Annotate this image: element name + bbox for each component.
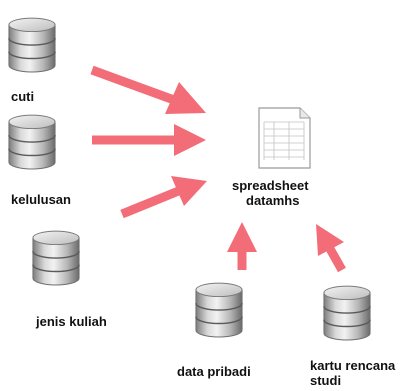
arrow-kelulusan-to-spreadsheet xyxy=(92,124,206,156)
database-icon-data-pribadi xyxy=(195,282,243,338)
label-data-pribadi: data pribadi xyxy=(177,364,251,379)
target-label-line1: spreadsheet xyxy=(232,178,309,193)
database-icon-cuti xyxy=(8,17,56,73)
arrows xyxy=(90,65,346,273)
spreadsheet-icon xyxy=(258,107,311,169)
database-icon-kelulusan xyxy=(8,114,56,170)
database-icon-jenis-kuliah xyxy=(32,230,80,286)
arrow-cuti-to-spreadsheet xyxy=(90,65,206,114)
arrow-kartu-rencana-studi-to-spreadsheet xyxy=(316,224,346,273)
label-kartu-rencana-line2: studi xyxy=(310,373,342,388)
label-jenis-kuliah: jenis kuliah xyxy=(36,314,107,329)
label-kelulusan: kelulusan xyxy=(11,192,71,207)
label-kartu-rencana-line1: kartu rencana xyxy=(310,358,396,373)
target-label-line2: datamhs xyxy=(246,193,300,208)
database-icon-kartu-rencana-studi xyxy=(323,285,371,341)
arrow-data-pribadi-to-spreadsheet xyxy=(227,222,257,270)
arrow-jenis-kuliah-to-spreadsheet xyxy=(120,176,207,219)
label-cuti: cuti xyxy=(11,89,35,104)
